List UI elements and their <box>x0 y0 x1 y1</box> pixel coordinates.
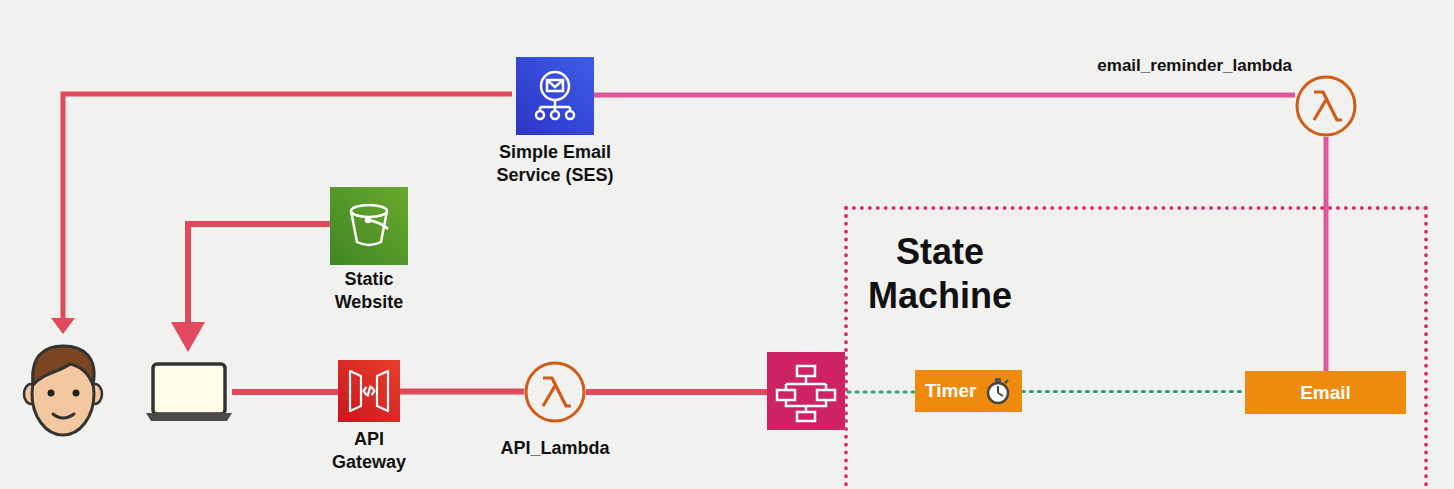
shape-part <box>777 366 835 421</box>
shape-part <box>366 218 370 222</box>
stopwatch-holder <box>984 377 1012 405</box>
service-icon: Static Website <box>330 187 408 265</box>
shape-part <box>797 412 815 421</box>
shape-part <box>995 378 1001 382</box>
arrow-head <box>171 322 205 352</box>
shape-part <box>48 390 55 397</box>
shape-part <box>146 413 232 421</box>
shape-part <box>540 80 570 111</box>
laptop-to-gateway-line <box>232 389 338 395</box>
shape-part <box>817 390 835 400</box>
state-label: Email <box>1300 382 1351 404</box>
service-icon: email_reminder_lambda <box>1295 75 1357 137</box>
state-machine-region: State MachineTimer Email <box>844 206 1428 489</box>
connector-line <box>594 93 1295 98</box>
shape-part <box>988 383 1008 403</box>
lambda-to-stepfunctions-line <box>586 389 767 395</box>
shape-part <box>364 386 375 397</box>
shape-part <box>153 364 225 414</box>
shape-part <box>350 371 361 411</box>
shape-part <box>516 57 594 135</box>
shape-part <box>351 205 387 217</box>
arrow-head <box>51 318 75 334</box>
shape-part <box>566 111 574 119</box>
lambda-icon <box>524 361 586 423</box>
email-to-user-line <box>63 94 512 318</box>
shape-part <box>1297 77 1355 135</box>
connector-line <box>400 389 524 395</box>
s3-bucket-icon <box>330 187 408 265</box>
connector-line <box>1022 390 1245 393</box>
shape-part <box>536 72 574 119</box>
shape-part <box>786 376 826 390</box>
api-gateway-icon <box>338 360 400 422</box>
shape-part <box>536 111 544 119</box>
dotted-flow-line <box>848 391 915 394</box>
service-label: API_Lambda <box>500 437 609 460</box>
shape-part <box>767 352 845 430</box>
shape-part <box>338 360 400 422</box>
shape-part <box>1005 380 1008 383</box>
person-figure <box>24 346 102 435</box>
service-label: Simple Email Service (SES) <box>475 141 635 188</box>
shape-part <box>777 390 795 400</box>
shape-part <box>377 371 388 411</box>
shape-part <box>551 111 559 119</box>
service-label: API Gateway <box>324 428 414 475</box>
shape-part <box>786 400 826 412</box>
shape-part <box>53 414 74 418</box>
laptop-figure <box>146 364 232 421</box>
stopwatch-icon <box>984 377 1012 405</box>
state-label: Timer <box>925 380 976 402</box>
service-label: Static Website <box>314 268 424 315</box>
service-icon: API Gateway <box>338 360 400 422</box>
service-icon: Simple Email Service (SES) <box>516 57 594 135</box>
connector-line <box>1324 137 1329 371</box>
shape-part <box>998 386 1003 396</box>
lambda-icon <box>1295 75 1357 137</box>
website-to-laptop-line <box>188 224 330 322</box>
ses-icon <box>516 57 594 135</box>
service-icon: API_Lambda <box>524 361 586 423</box>
shape-part <box>1314 92 1342 120</box>
shape-part <box>797 366 815 376</box>
shape-part <box>526 363 584 421</box>
shape-part <box>350 371 388 411</box>
shape-part <box>33 346 94 385</box>
shape-part <box>369 220 388 229</box>
step-functions-icon <box>767 352 845 430</box>
state-box: Timer <box>915 370 1022 412</box>
service-label: email_reminder_lambda <box>1097 55 1292 77</box>
shape-part <box>73 390 80 397</box>
shape-part <box>351 205 388 245</box>
shape-part <box>351 211 387 245</box>
shape-part <box>543 378 571 406</box>
state-box: Email <box>1245 371 1406 414</box>
region-title: State Machine <box>852 230 1028 318</box>
shape-part <box>330 187 408 265</box>
